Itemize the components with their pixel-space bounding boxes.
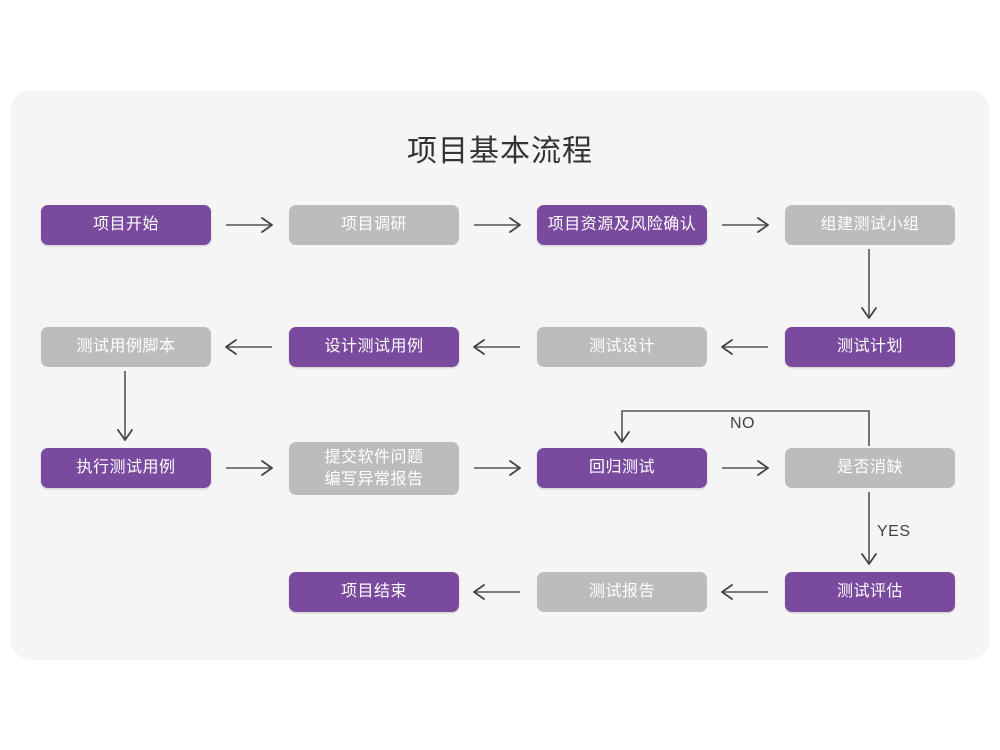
node-test-design[interactable]: 测试设计 <box>537 327 707 367</box>
node-defect-cleared[interactable]: 是否消缺 <box>785 448 955 488</box>
node-regression-test[interactable]: 回归测试 <box>537 448 707 488</box>
node-build-test-team[interactable]: 组建测试小组 <box>785 205 955 245</box>
node-test-evaluation[interactable]: 测试评估 <box>785 572 955 612</box>
node-project-research[interactable]: 项目调研 <box>289 205 459 245</box>
node-test-plan[interactable]: 测试计划 <box>785 327 955 367</box>
page-title: 项目基本流程 <box>407 135 593 168</box>
node-resource-risk-confirm[interactable]: 项目资源及风险确认 <box>537 205 707 245</box>
flowchart-card <box>10 90 990 660</box>
node-test-report[interactable]: 测试报告 <box>537 572 707 612</box>
node-project-end[interactable]: 项目结束 <box>289 572 459 612</box>
node-design-testcase[interactable]: 设计测试用例 <box>289 327 459 367</box>
edge-label-yes: YES <box>877 523 911 540</box>
edge-label-no: NO <box>730 415 755 432</box>
node-project-start[interactable]: 项目开始 <box>41 205 211 245</box>
node-submit-issue-report[interactable]: 提交软件问题 编写异常报告 <box>289 442 459 495</box>
node-testcase-script[interactable]: 测试用例脚本 <box>41 327 211 367</box>
node-execute-testcase[interactable]: 执行测试用例 <box>41 448 211 488</box>
